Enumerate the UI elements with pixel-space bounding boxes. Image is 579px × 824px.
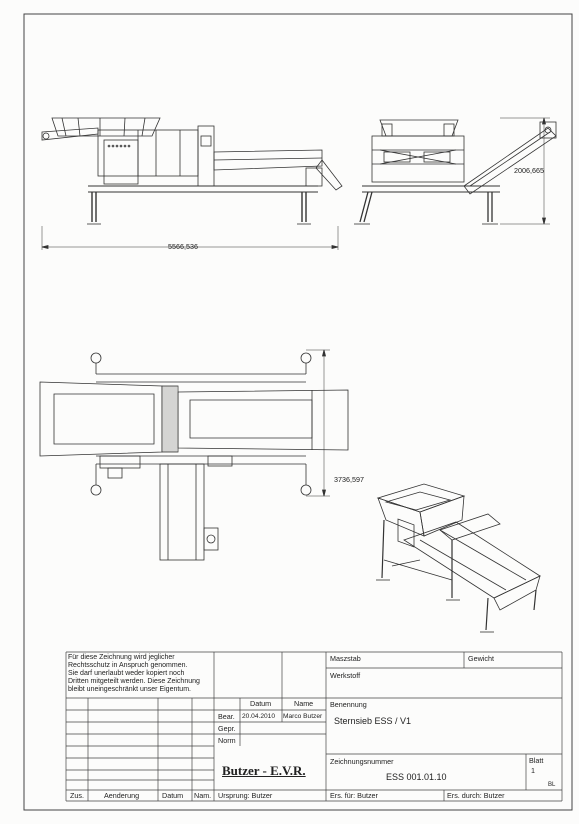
side-hopper bbox=[51, 117, 161, 137]
side-discharge-conveyor bbox=[213, 149, 323, 171]
side-view bbox=[41, 117, 343, 250]
title-block-lines bbox=[65, 651, 563, 802]
side-body bbox=[97, 129, 199, 177]
name-header: Name bbox=[294, 699, 314, 708]
top-cross-conveyor bbox=[159, 463, 205, 561]
bearb-label: Bear. bbox=[218, 712, 235, 721]
top-hopper bbox=[39, 381, 163, 457]
company-name: Butzer - E.V.R. bbox=[222, 763, 306, 778]
norm-label: Norm bbox=[218, 736, 236, 745]
datum-header: Datum bbox=[250, 699, 272, 708]
iso-hopper bbox=[376, 483, 466, 513]
sheet-border bbox=[23, 13, 573, 811]
name2-header: Nam. bbox=[194, 791, 212, 800]
blatt-label: Blatt bbox=[529, 756, 544, 765]
gepr-label: Gepr. bbox=[218, 724, 236, 733]
top-view bbox=[39, 349, 349, 561]
zeichnungsnummer-value: ESS 001.01.10 bbox=[386, 772, 447, 782]
benennung-value: Sternsieb ESS / V1 bbox=[334, 716, 412, 726]
copyright-line-5: bleibt uneingeschränkt unser Eigentum. bbox=[68, 686, 191, 693]
datum2-header: Datum bbox=[162, 791, 184, 800]
gewicht-label: Gewicht bbox=[468, 654, 494, 663]
side-control-box bbox=[103, 139, 139, 185]
blatt-value: 1 bbox=[531, 766, 535, 775]
top-main-conveyor bbox=[177, 389, 349, 451]
ursprung-text: Ursprung: Butzer bbox=[218, 791, 273, 800]
ers-fuer-text: Ers. für: Butzer bbox=[330, 791, 378, 800]
bearb-name: Marco Butzer bbox=[283, 713, 323, 720]
copyright-line-3: Sie darf unerlaubt weder kopiert noch bbox=[68, 670, 185, 677]
copyright-line-4: Dritten mitgeteilt werden. Diese Zeichnu… bbox=[68, 678, 200, 685]
end-view bbox=[354, 117, 557, 225]
copyright-line-2: Rechtsschutz in Anspruch genommen. bbox=[68, 662, 188, 669]
aenderung-header: Aenderung bbox=[104, 791, 140, 800]
benennung-label: Benennung bbox=[330, 700, 367, 709]
blatt-suffix: BL bbox=[548, 782, 556, 788]
copyright-note: Für diese Zeichnung wird jeglicher Recht… bbox=[68, 654, 218, 694]
isometric-view bbox=[376, 483, 541, 633]
end-body bbox=[371, 135, 465, 183]
side-length-dimension-text: 5566,536 bbox=[168, 242, 198, 251]
top-width-dimension-text: 3736,597 bbox=[334, 475, 364, 484]
zus-header: Zus. bbox=[70, 791, 84, 800]
massstab-label: Maszstab bbox=[330, 654, 361, 663]
ers-durch-text: Ers. durch: Butzer bbox=[447, 791, 505, 800]
copyright-line-1: Für diese Zeichnung wird jeglicher bbox=[68, 654, 175, 661]
zeichnungsnummer-label: Zeichnungsnummer bbox=[330, 757, 394, 766]
bearb-date: 20.04.2010 bbox=[242, 713, 276, 720]
werkstoff-label: Werkstoff bbox=[330, 671, 361, 680]
end-height-dimension-text: 2006,665 bbox=[514, 166, 544, 175]
